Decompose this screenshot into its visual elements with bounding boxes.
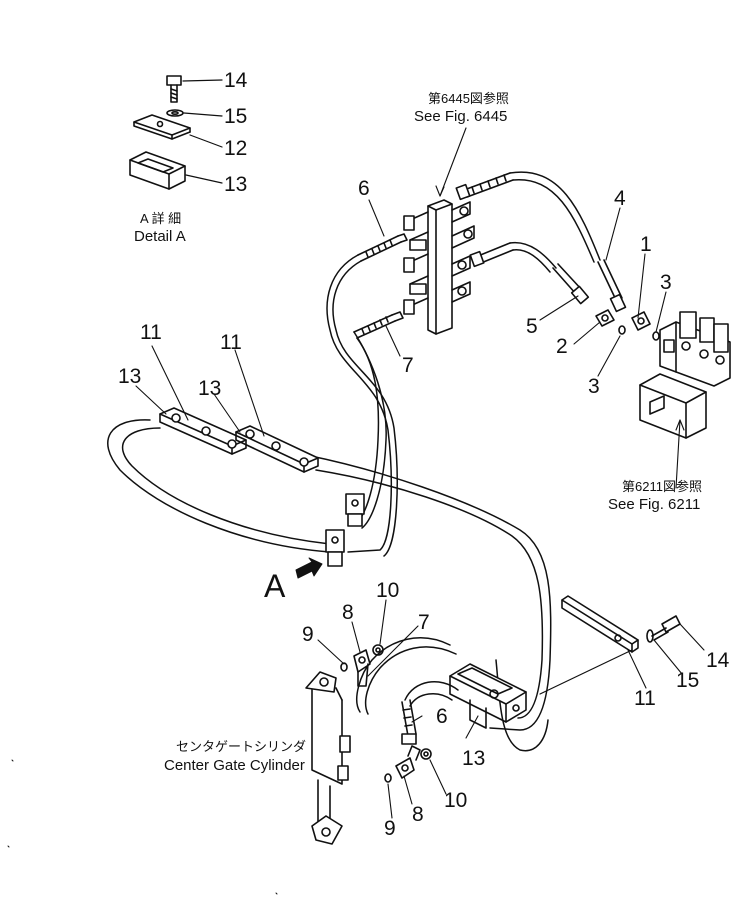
detail-part-14-label: 14 (224, 69, 248, 92)
detail-washer-icon (166, 109, 184, 117)
elbow-8-lower-icon (395, 745, 421, 779)
callout-8-lower: 8 (412, 803, 424, 826)
control-valve-stack-icon (403, 199, 475, 335)
callout-14-right: 14 (706, 649, 730, 672)
o-ring-9-upper-icon (340, 662, 348, 672)
callout-6-lower: 6 (436, 705, 448, 728)
valve-upper-hose-fitting-icon (455, 172, 514, 201)
callout-7-top: 7 (402, 354, 414, 377)
callout-11-left: 11 (140, 321, 162, 344)
hose-7-fitting-icon (353, 311, 404, 339)
callout-7-mid: 7 (418, 611, 430, 634)
hose-6-fitting-icon (357, 233, 408, 262)
callout-3-lower: 3 (588, 375, 600, 398)
hose-clamp-right-icon (235, 425, 319, 473)
ref-6211-en: See Fig. 6211 (608, 496, 701, 513)
center-gate-cylinder-icon (305, 671, 351, 845)
callout-15-right: 15 (676, 669, 700, 692)
hose-5-fitting-icon (552, 263, 590, 305)
callout-4: 4 (614, 187, 626, 210)
leader-lines (135, 127, 705, 819)
ref-6211-jp: 第6211図参照 (622, 479, 702, 494)
bracket-plate-icon (561, 595, 639, 653)
elbow-8-upper-icon (353, 649, 371, 687)
callout-5: 5 (526, 315, 538, 338)
plug-10-lower-icon (420, 748, 432, 760)
o-ring-9-lower-icon (384, 773, 392, 783)
callout-10-upper: 10 (376, 579, 400, 602)
callout-11-mid: 11 (220, 331, 242, 354)
hose-routes (107, 171, 601, 752)
detail-part-15-label: 15 (224, 105, 248, 128)
ref-6445-en: See Fig. 6445 (414, 108, 508, 125)
small-clamp-upper-icon (345, 493, 365, 527)
callout-9-upper: 9 (302, 623, 314, 646)
detail-title-en: Detail A (134, 228, 186, 245)
bolt-14-icon (651, 615, 681, 641)
callout-8-upper: 8 (342, 601, 354, 624)
callout-2: 2 (556, 335, 568, 358)
callout-13-mid: 13 (198, 377, 222, 400)
hose-4-fitting-icon (597, 259, 627, 313)
cylinder-name-jp: センタゲートシリンダ (176, 739, 307, 754)
detail-part-12-label: 12 (224, 137, 248, 160)
detail-bolt-icon (166, 75, 182, 103)
o-ring-3-upper-icon (652, 331, 660, 341)
detail-title-jp: A 詳 細 (140, 211, 182, 226)
callout-6-top: 6 (358, 177, 370, 200)
callout-13-lower: 13 (462, 747, 486, 770)
valve-lower-hose-fitting-icon (469, 242, 514, 268)
callout-3-upper: 3 (660, 271, 672, 294)
small-clamp-lower-icon (325, 529, 345, 567)
callout-9-lower: 9 (384, 817, 396, 840)
hose-6-lower-fitting-icon (401, 699, 417, 745)
callout-11-right: 11 (634, 687, 656, 710)
callout-1: 1 (640, 233, 652, 256)
o-ring-3-lower-icon (618, 325, 626, 335)
clamp-block-lower-icon (449, 663, 527, 729)
callout-13-left: 13 (118, 365, 142, 388)
ref-6445-jp: 第6445図参照 (428, 91, 509, 106)
detail-plate-icon (133, 114, 191, 140)
plug-10-upper-icon (372, 644, 384, 656)
fitting-1-icon (631, 311, 651, 331)
detail-part-13-label: 13 (224, 173, 248, 196)
detail-clamp-block-icon (129, 151, 186, 190)
valve-manifold-icon (639, 311, 731, 439)
hose-clamp-left-icon (159, 407, 247, 455)
cylinder-name-en: Center Gate Cylinder (164, 757, 305, 774)
callout-10-lower: 10 (444, 789, 468, 812)
view-a-marker: A (264, 568, 286, 604)
washer-15-icon (646, 629, 654, 643)
view-a-arrow-icon (295, 557, 323, 579)
